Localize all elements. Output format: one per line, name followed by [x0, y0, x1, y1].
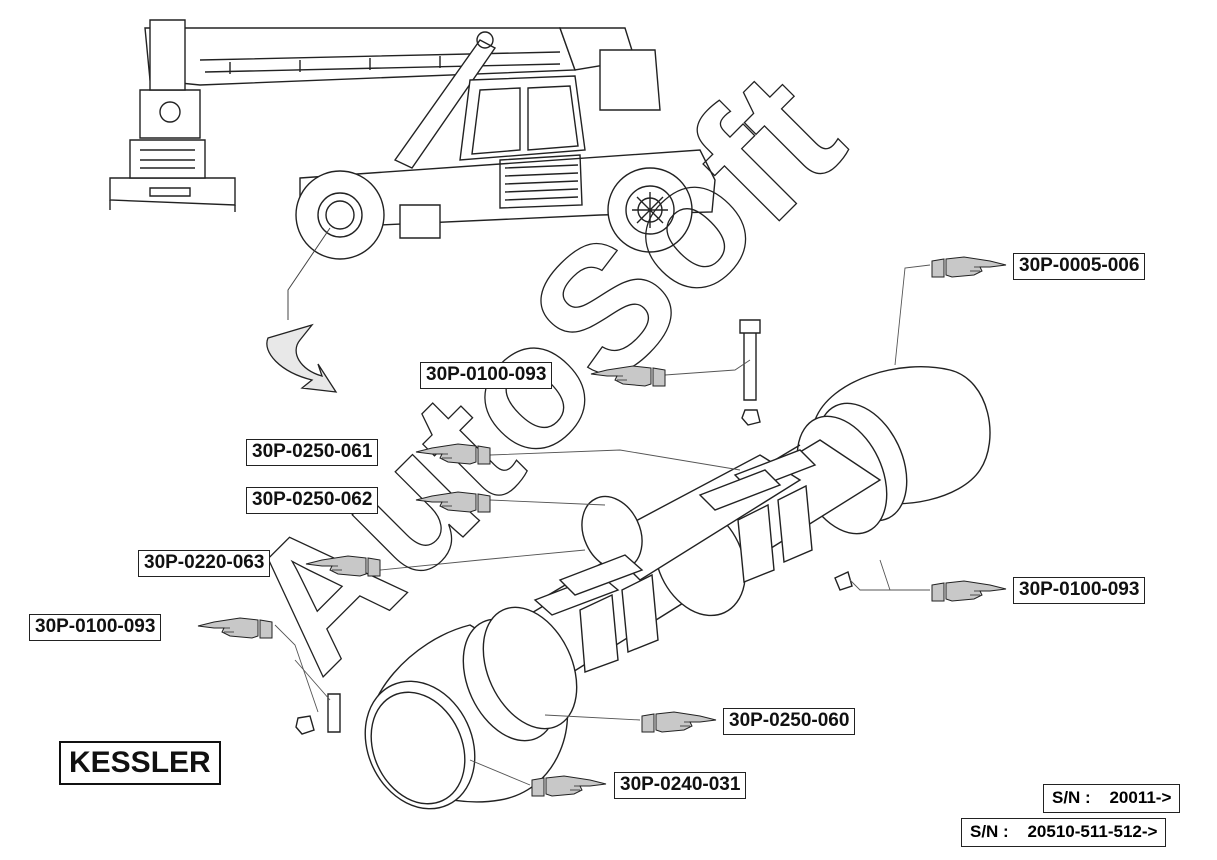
serial-value: 20011->: [1109, 788, 1172, 807]
axle-assembly-illustration: [295, 319, 991, 810]
pointing-hand-icon: [931, 580, 1007, 602]
pointing-hand-icon: [531, 775, 607, 797]
serial-number-box: S/N : 20011->: [1043, 784, 1181, 813]
reach-stacker-illustration: [109, 19, 716, 260]
part-callout[interactable]: 30P-0100-093: [1013, 577, 1146, 604]
serial-number-box: S/N : 20510-511-512->: [961, 818, 1167, 847]
pointing-hand-icon: [415, 491, 491, 513]
part-callout[interactable]: 30P-0250-060: [723, 708, 856, 735]
pointing-hand-icon: [931, 256, 1007, 278]
serial-label: S/N :: [970, 822, 1009, 841]
part-callout[interactable]: 30P-0005-006: [1013, 253, 1146, 280]
curved-arrow-icon: [266, 323, 338, 393]
serial-label: S/N :: [1052, 788, 1091, 807]
part-callout[interactable]: 30P-0250-061: [246, 439, 379, 466]
pointing-hand-icon: [415, 443, 491, 465]
pointing-hand-icon: [590, 365, 666, 387]
part-callout[interactable]: 30P-0240-031: [614, 772, 747, 799]
part-callout[interactable]: 30P-0220-063: [138, 550, 271, 577]
serial-value: 20510-511-512->: [1027, 822, 1158, 841]
brand-label: KESSLER: [59, 741, 221, 785]
part-callout[interactable]: 30P-0100-093: [29, 614, 162, 641]
pointing-hand-icon: [641, 711, 717, 733]
leader-lines: [274, 264, 931, 786]
pointing-hand-icon: [305, 555, 381, 577]
part-callout[interactable]: 30P-0250-062: [246, 487, 379, 514]
part-callout[interactable]: 30P-0100-093: [420, 362, 553, 389]
pointing-hand-icon: [197, 617, 273, 639]
